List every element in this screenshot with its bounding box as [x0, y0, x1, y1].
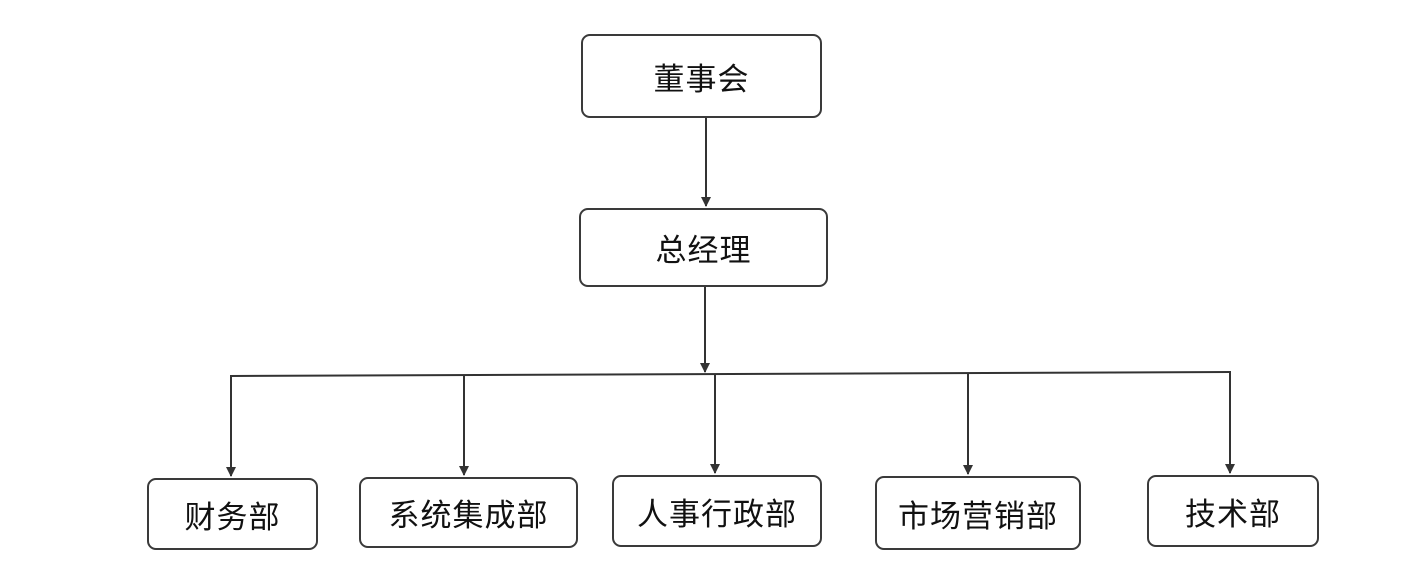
node-label: 人事行政部 — [637, 496, 797, 533]
node-hr-admin-department: 人事行政部 — [612, 475, 822, 547]
node-general-manager: 总经理 — [579, 208, 828, 287]
node-board-of-directors: 董事会 — [581, 34, 822, 118]
node-label: 技术部 — [1185, 496, 1281, 533]
node-label: 董事会 — [653, 61, 750, 98]
node-label: 财务部 — [184, 499, 281, 536]
node-label: 系统集成部 — [388, 498, 549, 534]
node-marketing-department: 市场营销部 — [875, 476, 1081, 550]
node-technology-department: 技术部 — [1147, 475, 1319, 547]
distribution-bus — [229, 371, 1232, 377]
node-system-integration-department: 系统集成部 — [359, 477, 578, 548]
node-label: 总经理 — [655, 233, 752, 269]
node-finance-department: 财务部 — [147, 478, 318, 550]
node-label: 市场营销部 — [898, 498, 1058, 535]
